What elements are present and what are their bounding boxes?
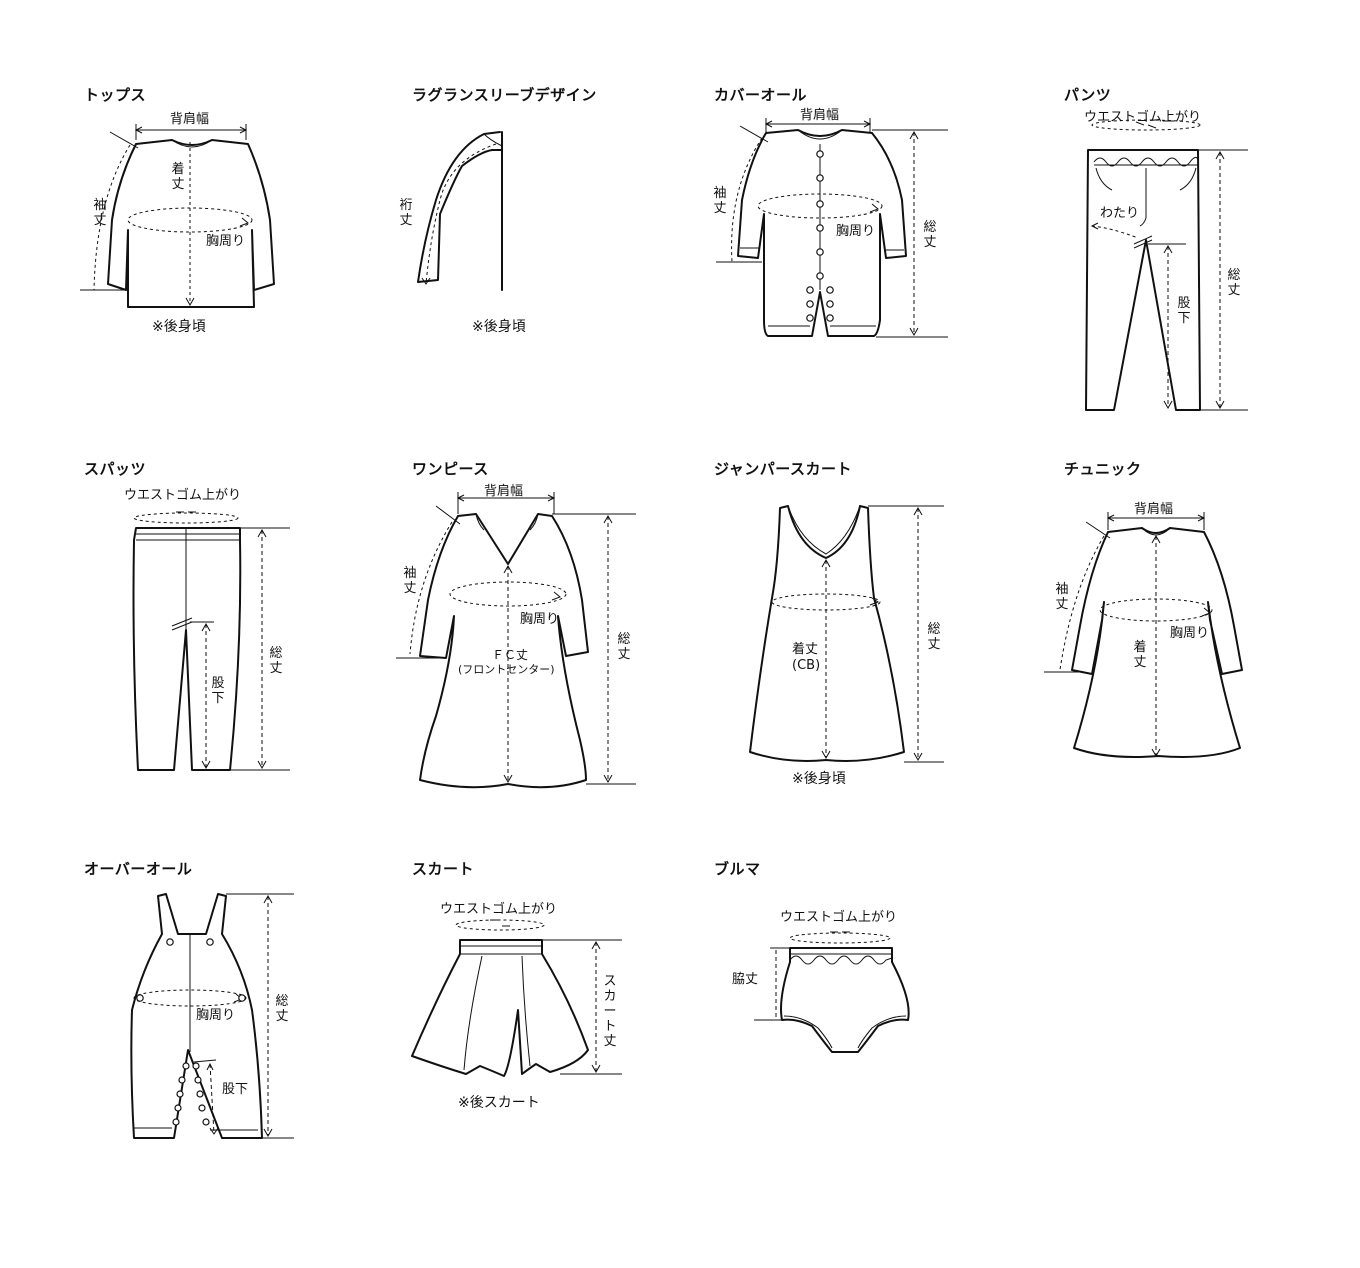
tops-panel: トップス 背肩幅 着丈 袖丈 胸周り ※後身頃	[0, 0, 340, 430]
tunic-length-label: 着丈	[1133, 640, 1147, 670]
overall-chest-label: 胸周り	[196, 1008, 236, 1023]
onepiece-fc-label: ＦＣ丈	[492, 648, 529, 662]
tops-illustration	[0, 0, 340, 430]
spats-illustration	[0, 430, 340, 830]
coverall-total-label: 総丈	[923, 220, 937, 250]
tops-back-width-label: 背肩幅	[170, 112, 210, 127]
spats-waist-label: ウエストゴム上がり	[124, 488, 242, 503]
pants-thigh-label: わたり	[1100, 206, 1140, 221]
raglan-note: ※後身頃	[472, 319, 526, 335]
spats-title: スパッツ	[84, 460, 147, 478]
onepiece-chest-label: 胸周り	[520, 612, 560, 627]
jumper-total-label: 総丈	[927, 622, 941, 652]
skirt-title: スカート	[412, 860, 475, 878]
spats-total-label: 総丈	[269, 646, 283, 676]
bloomers-illustration	[680, 830, 1020, 1230]
onepiece-back-width-label: 背肩幅	[484, 484, 524, 499]
tunic-title: チュニック	[1064, 460, 1142, 478]
raglan-yuki-label: 裄丈	[399, 198, 413, 228]
tops-title: トップス	[84, 86, 147, 104]
tunic-sleeve-label: 袖丈	[1055, 582, 1069, 612]
raglan-panel: ラグランスリーブデザイン 裄丈 ※後身頃	[340, 0, 680, 430]
skirt-waist-label: ウエストゴム上がり	[440, 902, 558, 917]
skirt-illustration	[340, 830, 680, 1230]
overall-inseam-label: 股下	[222, 1082, 249, 1097]
onepiece-illustration	[340, 430, 680, 830]
pants-panel: パンツ ウエストゴム上がり わたり 股下 総丈	[1020, 0, 1360, 430]
overall-total-label: 総丈	[275, 994, 289, 1024]
onepiece-sleeve-label: 袖丈	[403, 566, 417, 596]
onepiece-total-label: 総丈	[617, 632, 631, 662]
jumper-illustration	[680, 430, 1020, 830]
tops-length-label: 着丈	[171, 162, 185, 192]
coverall-title: カバーオール	[714, 86, 808, 104]
spats-panel: スパッツ ウエストゴム上がり 股下 総丈	[0, 430, 340, 830]
overall-buttons	[137, 939, 245, 1125]
overall-illustration	[0, 830, 340, 1230]
pants-title: パンツ	[1064, 86, 1112, 104]
coverall-chest-label: 胸周り	[836, 224, 876, 239]
coverall-illustration	[680, 0, 1020, 430]
raglan-title: ラグランスリーブデザイン	[412, 86, 597, 104]
tunic-panel: チュニック 背肩幅 袖丈 着丈 胸周り	[1020, 430, 1360, 830]
overall-panel: オーバーオール 胸周り 股下 総丈	[0, 830, 340, 1230]
jumper-title: ジャンパースカート	[714, 460, 853, 478]
tunic-chest-label: 胸周り	[1170, 626, 1210, 641]
onepiece-title: ワンピース	[412, 460, 489, 478]
pants-total-label: 総丈	[1227, 268, 1241, 298]
skirt-length-label: スカート丈	[603, 974, 617, 1049]
tops-sleeve-label: 袖丈	[93, 198, 107, 228]
onepiece-panel: ワンピース 背肩幅 袖丈 胸周り ＦＣ丈 (フロントセンター) 総丈	[340, 430, 680, 830]
tunic-back-width-label: 背肩幅	[1134, 502, 1174, 517]
bloomers-title: ブルマ	[714, 860, 761, 878]
pants-illustration	[1020, 0, 1360, 430]
jumper-note: ※後身頃	[792, 771, 846, 787]
jumper-length-label: 着丈	[792, 642, 819, 657]
pants-waist-label: ウエストゴム上がり	[1084, 110, 1202, 125]
coverall-sleeve-label: 袖丈	[713, 186, 727, 216]
onepiece-fc-sub-label: (フロントセンター)	[458, 663, 555, 676]
jumper-length-sub-label: (CB)	[792, 658, 821, 673]
tops-chest-label: 胸周り	[206, 234, 246, 249]
coverall-panel: カバーオール 背肩幅 袖丈 胸周り 総丈	[680, 0, 1020, 430]
coverall-buttons	[807, 151, 833, 321]
spats-inseam-label: 股下	[211, 676, 225, 706]
tops-note: ※後身頃	[152, 319, 206, 335]
jumper-panel: ジャンパースカート 着丈 (CB) 総丈 ※後身頃	[680, 430, 1020, 830]
skirt-panel: スカート ウエストゴム上がり スカート丈 ※後スカート	[340, 830, 680, 1230]
bloomers-panel: ブルマ ウエストゴム上がり 脇丈	[680, 830, 1020, 1230]
tunic-illustration	[1020, 430, 1360, 830]
coverall-back-width-label: 背肩幅	[800, 108, 840, 123]
bloomers-side-label: 脇丈	[732, 972, 759, 987]
overall-title: オーバーオール	[84, 860, 193, 878]
bloomers-waist-label: ウエストゴム上がり	[780, 910, 898, 925]
skirt-note: ※後スカート	[458, 1095, 540, 1111]
pants-inseam-label: 股下	[1177, 296, 1191, 326]
raglan-illustration	[340, 0, 680, 430]
